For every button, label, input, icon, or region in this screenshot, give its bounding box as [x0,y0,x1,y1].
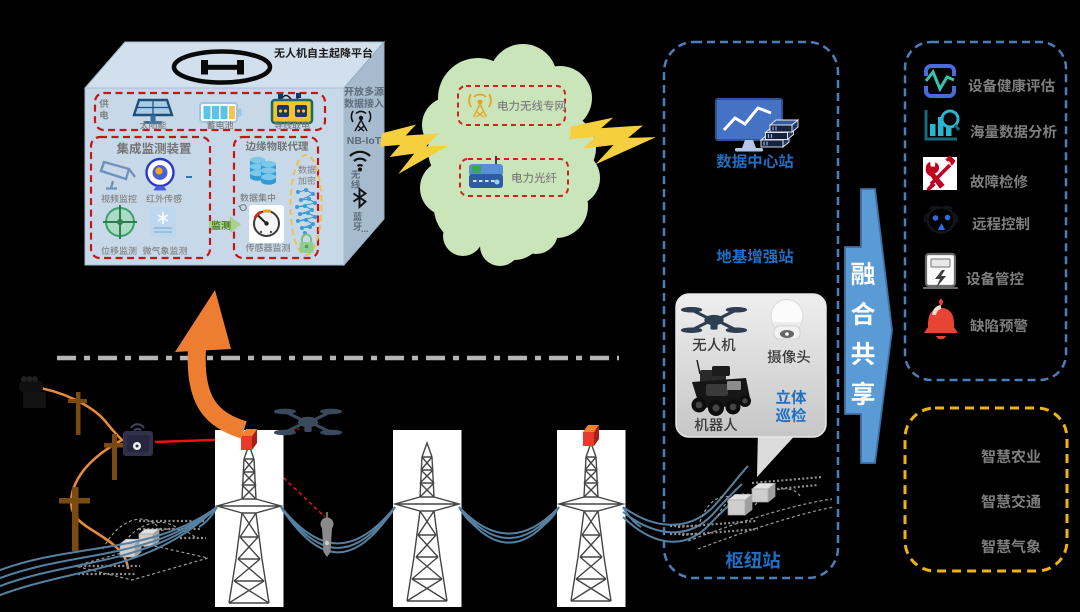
svg-text:...: ... [361,224,369,234]
svg-text:NB-IoT: NB-IoT [347,135,382,147]
